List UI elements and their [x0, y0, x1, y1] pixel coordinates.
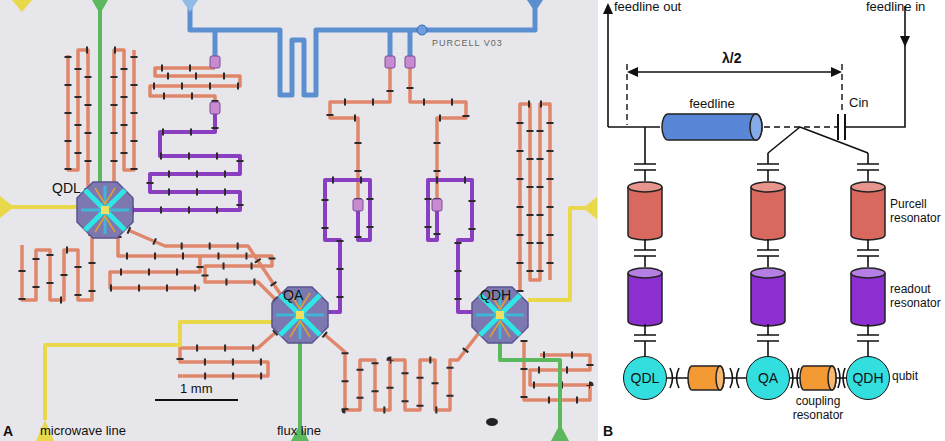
airbridges: [22, 50, 590, 410]
feedline-cylinder: feedline: [660, 96, 764, 142]
arrow-head: [900, 36, 910, 47]
qubit-label: QA: [283, 287, 303, 303]
qubit-label: QDL: [52, 180, 81, 196]
port-label: feedline out: [614, 0, 681, 15]
chip-background: [0, 0, 598, 441]
coupler-pad: [385, 56, 395, 68]
coupling-cylinder: [688, 366, 724, 390]
scale-label: 1 mm: [180, 382, 213, 397]
feedline-wire: [607, 12, 609, 127]
capacitor-symbol: [857, 239, 879, 267]
capacitor-symbol: [857, 153, 879, 181]
flux-line: [100, 0, 560, 441]
cylinder-outline: [660, 112, 764, 142]
component-label: coupling resonator: [784, 395, 852, 423]
coupler-pad: [353, 199, 363, 211]
cylinder-body: [662, 114, 762, 140]
component-label: readout resonator: [890, 283, 945, 311]
readout-resonators: [132, 114, 474, 312]
dimension-label: λ/2: [722, 50, 741, 66]
feedline-capacitor: [417, 25, 427, 35]
component-label: Purcell resonator: [890, 198, 945, 226]
node-text: QDH: [852, 370, 883, 386]
qubit-circle: QDL: [623, 356, 667, 400]
capacitor-symbol: [634, 324, 656, 352]
readout-cylinder: [851, 268, 885, 326]
component-label: qubit: [892, 370, 918, 384]
bond-pad: [527, 0, 543, 12]
bond-pad: [92, 0, 108, 14]
coupler-pad: [432, 199, 442, 211]
node-text: QA: [758, 370, 778, 386]
qubit-structure: [272, 287, 328, 343]
cylinder-end: [750, 114, 762, 140]
component-label: Cin: [849, 96, 869, 111]
cylinder-body: [688, 366, 724, 390]
qubit-structure: [472, 287, 528, 343]
purcell-cylinder: [628, 182, 662, 240]
cylinder-body: [800, 366, 836, 390]
qubit-label: QDH: [480, 287, 511, 303]
bond-pad: [182, 0, 198, 12]
coupler-pad: [210, 56, 220, 68]
bond-pad: [551, 424, 569, 441]
airbridges: [132, 114, 474, 312]
panel-letter: B: [603, 423, 613, 439]
arrow-head: [627, 67, 638, 77]
purcell-resonators: [22, 50, 590, 410]
bond-pad: [0, 196, 14, 218]
readout-cylinder: [628, 268, 662, 326]
coupling-capacitor: [670, 368, 845, 388]
coupler-pad: [405, 56, 415, 68]
input-capacitor: [838, 114, 845, 140]
qubit-structure: [77, 182, 133, 238]
chip-marking: PURCELL V03: [432, 38, 503, 48]
capacitor-symbol: [757, 153, 779, 181]
coupling-cylinder: [800, 366, 836, 390]
arrow-head: [831, 67, 842, 77]
qubit-circle: QDH: [846, 356, 890, 400]
capacitor-symbol: [634, 239, 656, 267]
purcell-cylinder: [751, 182, 785, 240]
line-label: microwave line: [40, 424, 126, 439]
line-label: flux line: [277, 424, 321, 439]
arrow-head: [603, 3, 613, 14]
bond-pad: [583, 197, 597, 219]
readout-cylinder: [751, 268, 785, 326]
feedline-wire: [608, 126, 660, 128]
panel-letter: A: [3, 423, 13, 439]
node-text: feedline: [660, 96, 764, 112]
node-text: QDL: [631, 370, 660, 386]
feedline-wire: [845, 40, 905, 127]
coupler-pad: [210, 102, 220, 114]
scale-bar: [155, 399, 238, 401]
dust-speck: [486, 418, 498, 426]
purcell-cylinder: [851, 182, 885, 240]
cylinder-end: [716, 366, 724, 390]
capacitor-symbol: [757, 239, 779, 267]
capacitor-symbol: [857, 324, 879, 352]
capacitor-symbol: [757, 324, 779, 352]
dimension-line: [630, 71, 839, 73]
qubit-circle: QA: [746, 356, 790, 400]
wire: [645, 352, 868, 357]
cylinder-end: [828, 366, 836, 390]
capacitor-symbol: [634, 153, 656, 181]
port-label: feedline in: [866, 0, 925, 15]
bond-pad: [12, 0, 32, 12]
